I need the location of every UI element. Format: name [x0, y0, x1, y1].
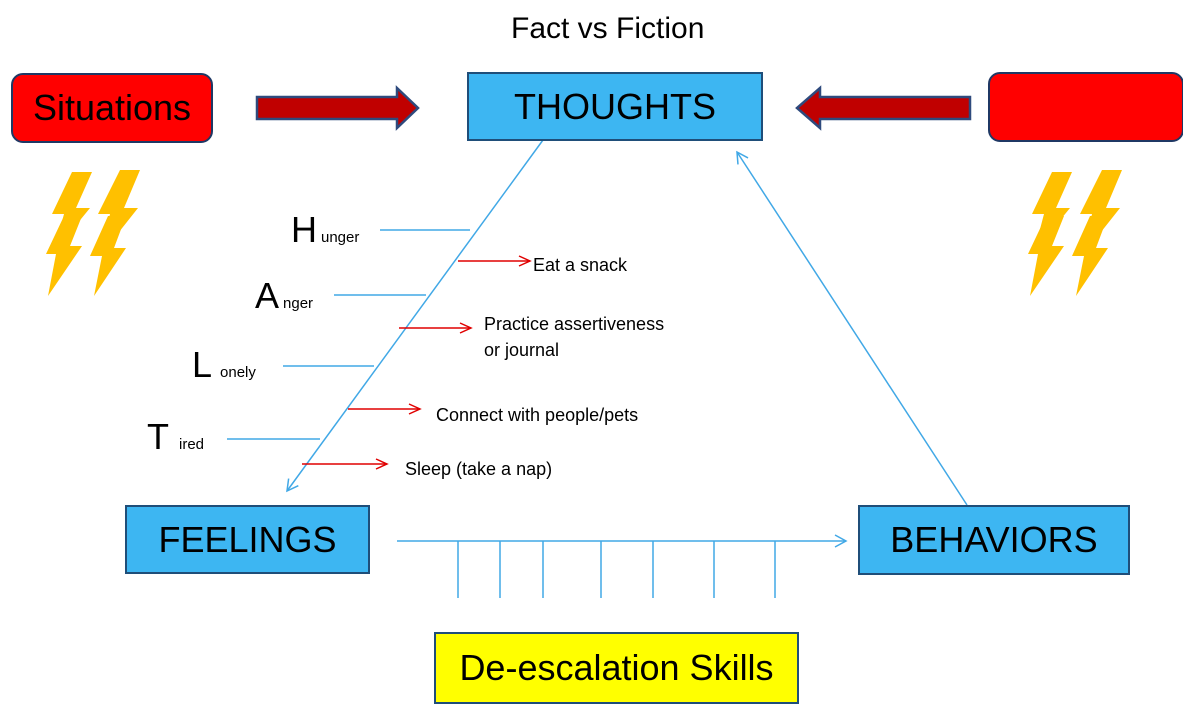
situations-label: Situations [32, 87, 192, 128]
thoughts-box: THOUGHTS [467, 72, 763, 141]
remedy-connect: Connect with people/pets [436, 405, 639, 425]
situations-box: Situations [11, 73, 213, 143]
remedy-eat-snack: Eat a snack [533, 255, 628, 275]
triggers-box [988, 72, 1183, 142]
deescalation-box: De-escalation Skills [434, 632, 799, 704]
remedy-journal: or journal [484, 340, 560, 360]
diagram-title: Fact vs Fiction [511, 12, 705, 45]
feelings-box: FEELINGS [125, 505, 370, 574]
thoughts-label: THOUGHTS [514, 85, 716, 127]
behaviors-box: BEHAVIORS [858, 505, 1130, 575]
lightning-icon [1028, 170, 1122, 296]
arrow-right-to-thoughts [795, 85, 972, 131]
arrow-behaviors-to-thoughts [736, 150, 968, 506]
lightning-icon [46, 170, 140, 296]
skill-ticks [457, 541, 776, 598]
halt-lines [227, 229, 470, 440]
arrow-situations-to-thoughts [255, 85, 420, 131]
arrow-thoughts-to-feelings [286, 139, 544, 493]
remedy-sleep: Sleep (take a nap) [405, 459, 553, 479]
remedy-arrows [302, 255, 532, 470]
remedy-assertiveness: Practice assertiveness [484, 314, 665, 334]
feelings-label: FEELINGS [158, 518, 337, 560]
behaviors-label: BEHAVIORS [890, 519, 1098, 560]
deescalation-label: De-escalation Skills [459, 647, 774, 688]
